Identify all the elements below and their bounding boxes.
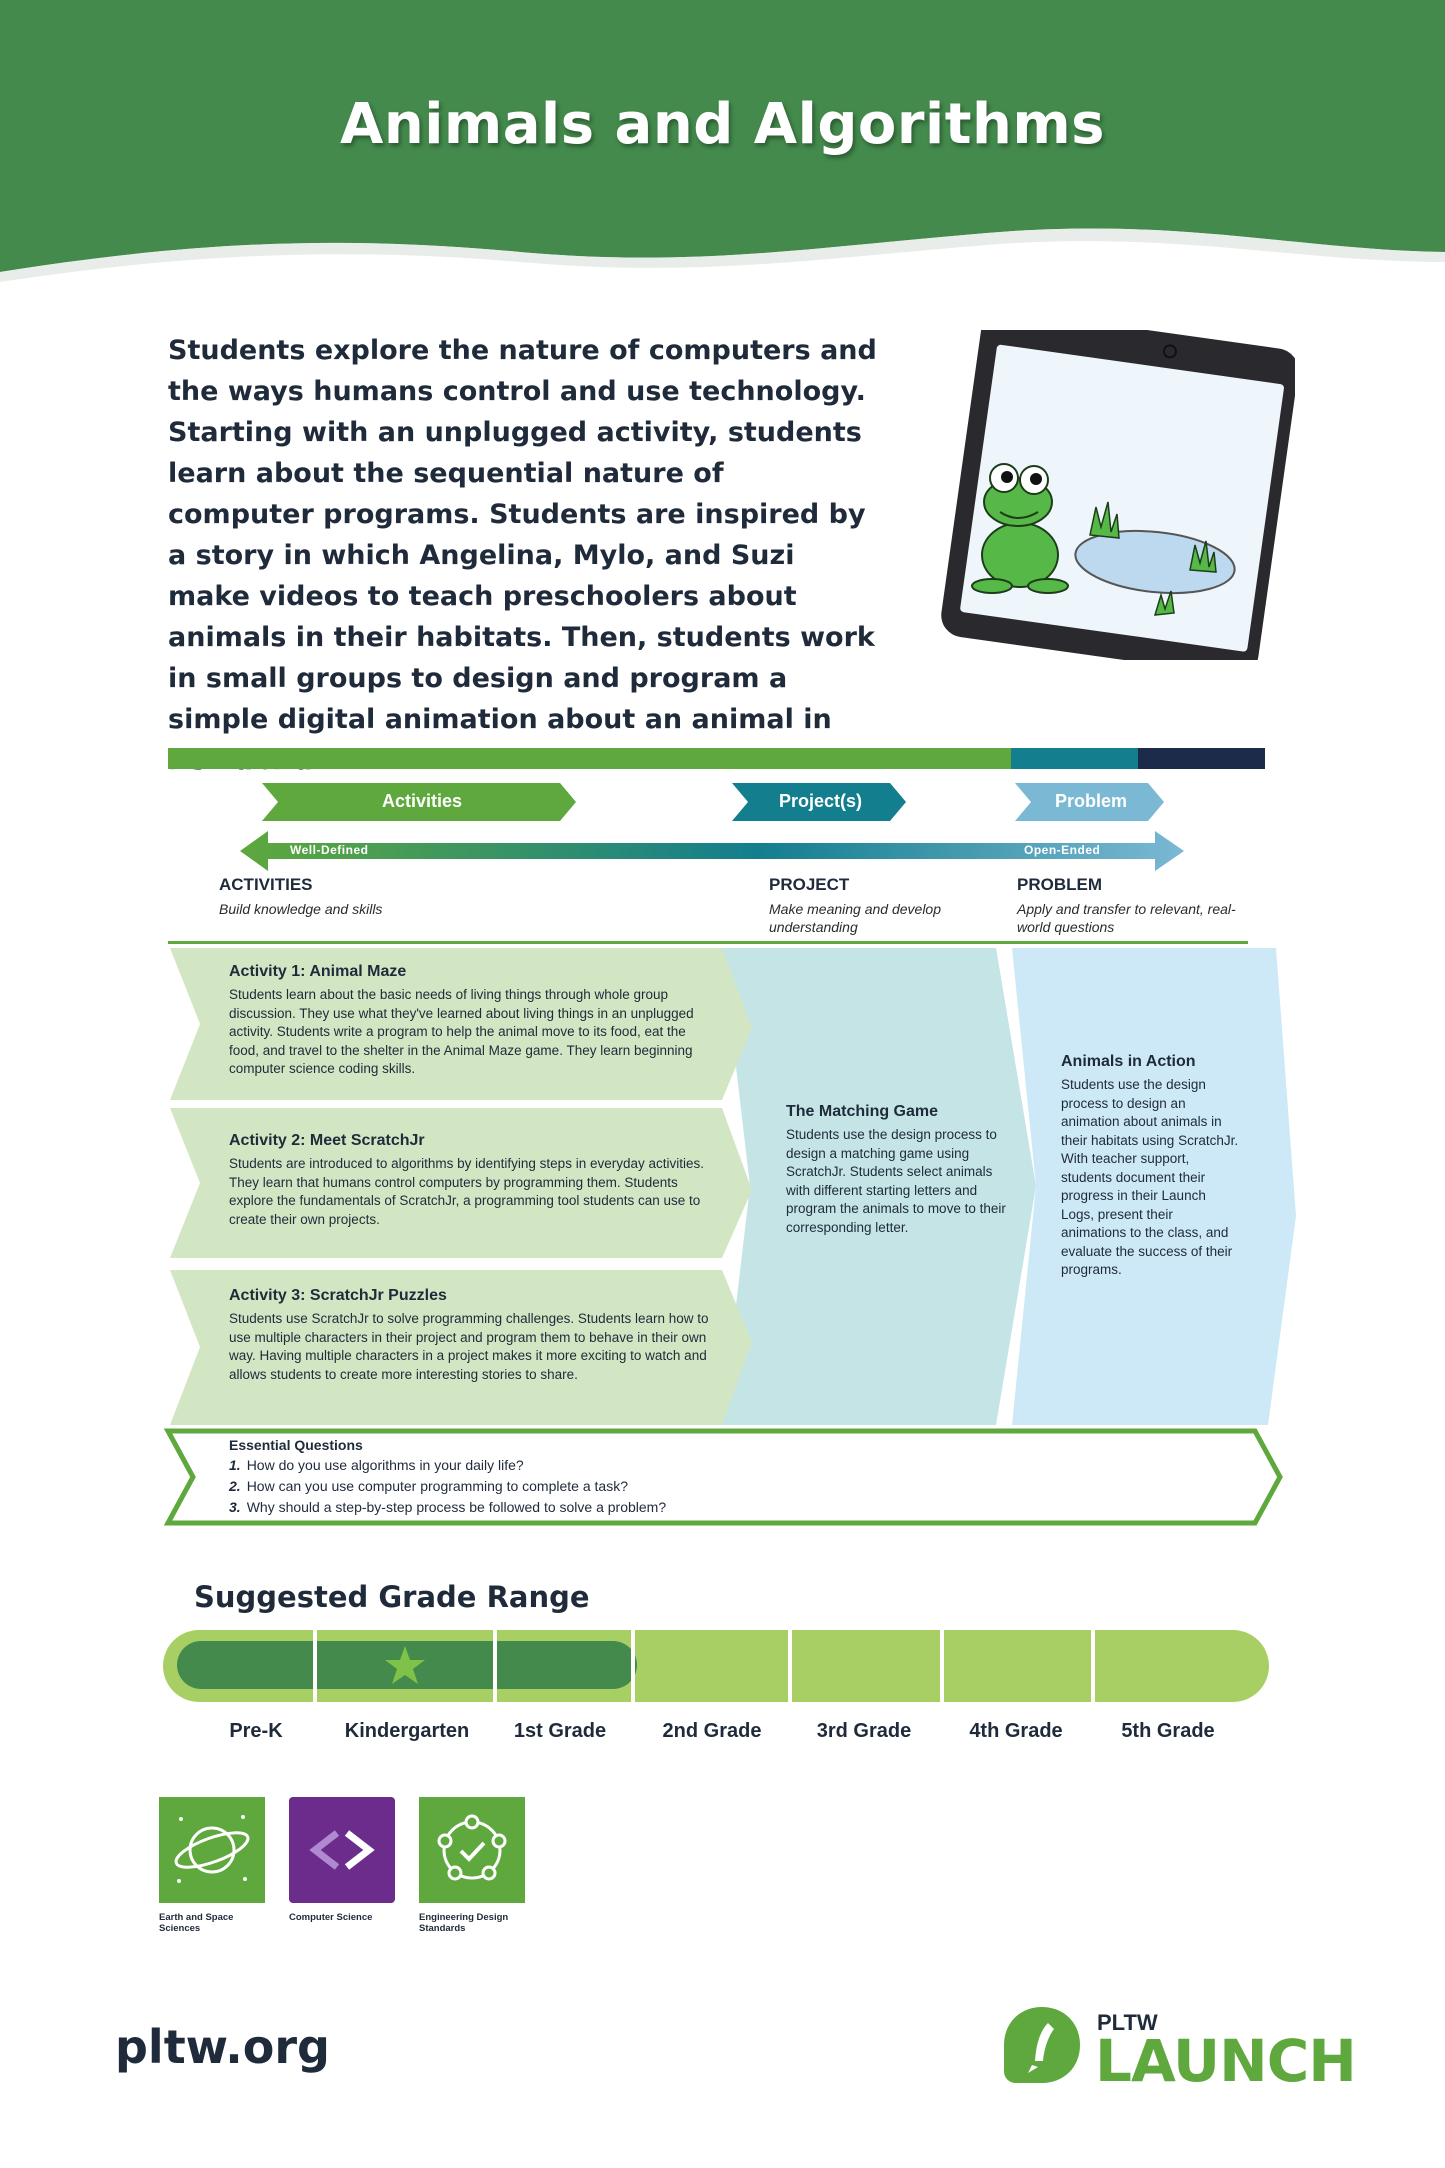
standard-label-engineering-design: Engineering Design Standards [419, 1912, 509, 1934]
activity-2-title: Activity 2: Meet ScratchJr [229, 1132, 425, 1149]
code-brackets-icon [289, 1797, 395, 1903]
column-divider [168, 941, 1248, 944]
problem-arrow-label: Problem [1054, 791, 1128, 811]
continuum-bar-activities [168, 748, 1011, 769]
project-body: Students use the design process to desig… [786, 1127, 1006, 1235]
star-icon [385, 1646, 425, 1684]
activity-3-title: Activity 3: ScratchJr Puzzles [229, 1287, 447, 1304]
tablet-frog-illustration [941, 330, 1295, 660]
open-ended-label: Open-Ended [1024, 843, 1101, 857]
continuum-arrows [240, 783, 1184, 871]
essential-questions-box [163, 1428, 1283, 1526]
project-heading: PROJECT [769, 875, 850, 894]
grade-label-1st: 1st Grade [513, 1720, 607, 1742]
grade-label-2nd: 2nd Grade [662, 1720, 762, 1742]
activities-heading: ACTIVITIES [219, 875, 313, 894]
essential-question-3: 3.Why should a step-by-step process be f… [229, 1499, 667, 1515]
problem-heading: PROBLEM [1017, 875, 1102, 894]
frog-icon [971, 463, 1069, 594]
brand-launch: LAUNCH [1095, 2027, 1357, 2095]
page-title: Animals and Algorithms [339, 92, 1106, 157]
activity-1-title: Activity 1: Animal Maze [229, 963, 407, 980]
grade-label-5th: 5th Grade [1121, 1720, 1215, 1742]
essential-questions-title: Essential Questions [229, 1437, 363, 1453]
standard-label-computer-science: Computer Science [289, 1912, 373, 1923]
activities-subheading: Build knowledge and skills [219, 901, 383, 917]
problem-subheading: Apply and transfer to relevant, real-wor… [1017, 901, 1236, 935]
standard-label-earth-space: Earth and Space Sciences [159, 1912, 234, 1934]
chevron-panels [170, 948, 1296, 1425]
problem-body: Students use the design process to desig… [1061, 1077, 1239, 1277]
activity-3-body: Students use ScratchJr to solve programm… [229, 1311, 709, 1382]
project-subheading: Make meaning and develop understanding [769, 901, 942, 935]
planet-icon [159, 1797, 265, 1903]
grade-range-bar [163, 1630, 1269, 1702]
grade-label-3rd: 3rd Grade [816, 1720, 912, 1742]
grade-label-pre-k: Pre-K [229, 1720, 283, 1742]
continuum-bar-problem [1138, 748, 1265, 769]
activity-2-body: Students are introduced to algorithms by… [229, 1156, 704, 1227]
projects-arrow-label: Project(s) [778, 791, 863, 811]
grade-label-4th: 4th Grade [969, 1720, 1063, 1742]
project-title: The Matching Game [786, 1103, 939, 1120]
pltw-launch-logo-icon [1004, 2007, 1080, 2083]
problem-title: Animals in Action [1061, 1053, 1196, 1070]
activities-arrow-label: Activities [381, 791, 463, 811]
grade-label-kindergarten: Kindergarten [344, 1720, 470, 1742]
activity-1-body: Students learn about the basic needs of … [229, 987, 694, 1076]
header-banner [0, 0, 1445, 282]
brand-pltw: PLTW [1097, 2010, 1158, 2035]
continuum-bar-project [1011, 748, 1138, 769]
essential-question-2: 2.How can you use computer programming t… [229, 1478, 628, 1494]
well-defined-label: Well-Defined [290, 843, 369, 857]
site-url[interactable]: pltw.org [115, 2020, 330, 2074]
intro-paragraph: Students explore the nature of computers… [168, 335, 877, 776]
grade-range-title: Suggested Grade Range [194, 1580, 590, 1614]
essential-question-1: 1.How do you use algorithms in your dail… [229, 1457, 524, 1473]
design-cycle-icon [419, 1797, 525, 1903]
